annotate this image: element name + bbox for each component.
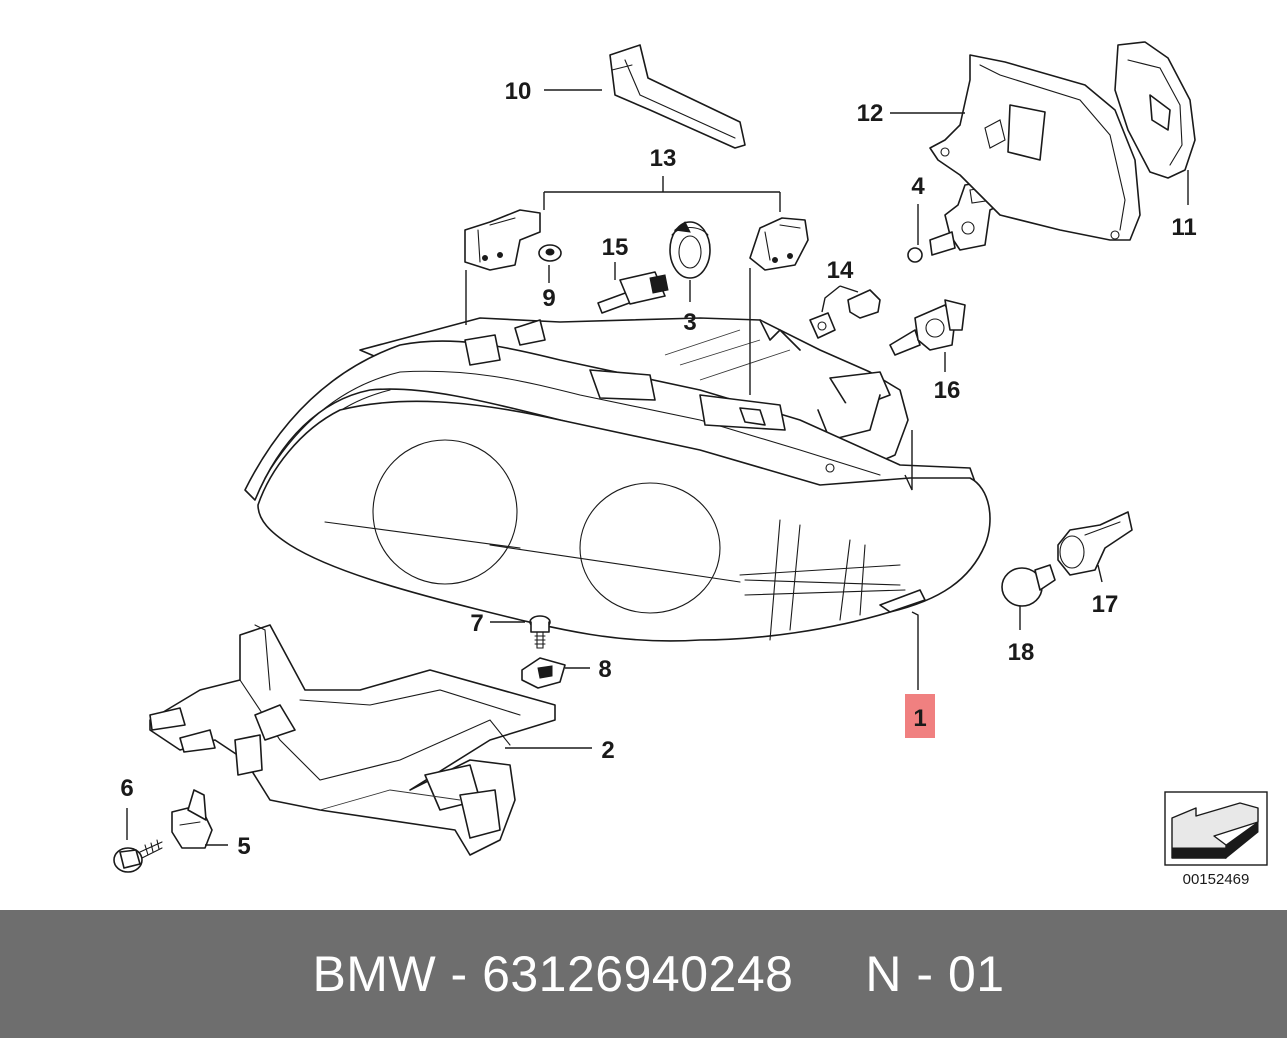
callout-7: 7 bbox=[470, 610, 483, 637]
callout-17: 17 bbox=[1092, 591, 1119, 618]
callout-1: 1 bbox=[913, 705, 926, 732]
callout-labels: 1 2 3 4 5 6 7 8 9 10 11 12 13 14 15 16 1… bbox=[120, 78, 1196, 860]
callout-3: 3 bbox=[683, 309, 696, 336]
turn-signal-bulb bbox=[1001, 564, 1056, 607]
mounting-bracket-right bbox=[749, 217, 809, 271]
h7-bulb bbox=[889, 299, 966, 356]
expansion-rivet bbox=[171, 789, 213, 849]
halogen-bulb bbox=[597, 271, 669, 314]
headlight-assembly bbox=[244, 317, 991, 642]
callout-8: 8 bbox=[598, 656, 611, 683]
callout-14: 14 bbox=[827, 257, 854, 284]
trim-strip bbox=[609, 44, 746, 149]
callout-15: 15 bbox=[602, 234, 629, 261]
parts-diagram: 1 2 3 4 5 6 7 8 9 10 11 12 13 14 15 16 1… bbox=[113, 41, 1268, 888]
reference-box: 00152469 bbox=[1164, 791, 1268, 888]
callout-10: 10 bbox=[505, 78, 532, 105]
callout-9: 9 bbox=[542, 285, 555, 312]
screw bbox=[529, 615, 551, 649]
turn-signal-socket bbox=[1057, 511, 1133, 576]
screw-with-washer bbox=[113, 839, 163, 873]
callout-16: 16 bbox=[934, 377, 961, 404]
callout-18: 18 bbox=[1008, 639, 1035, 666]
callout-11: 11 bbox=[1171, 214, 1196, 241]
callout-2: 2 bbox=[601, 737, 614, 764]
cap-cover bbox=[1114, 41, 1196, 179]
callout-6: 6 bbox=[120, 775, 133, 802]
diagram-reference-number: 00152469 bbox=[1183, 871, 1250, 888]
highlighted-part-marker bbox=[905, 694, 935, 738]
rear-cover bbox=[929, 54, 1141, 241]
callout-12: 12 bbox=[857, 100, 884, 127]
callout-4: 4 bbox=[911, 173, 925, 200]
leader-lines bbox=[126, 89, 1189, 846]
lower-support-bracket bbox=[149, 624, 556, 856]
callout-5: 5 bbox=[237, 833, 250, 860]
side-marker-bulbs bbox=[809, 289, 881, 339]
spring-clip bbox=[669, 221, 711, 279]
mounting-bracket-left bbox=[464, 209, 541, 271]
part-number-caption: BMW - 63126940248 N - 01 bbox=[312, 946, 1005, 1002]
footer-bar: BMW - 63126940248 N - 01 bbox=[0, 910, 1287, 1038]
clip-nut bbox=[521, 657, 566, 689]
washer bbox=[538, 244, 562, 262]
callout-13: 13 bbox=[650, 145, 677, 172]
